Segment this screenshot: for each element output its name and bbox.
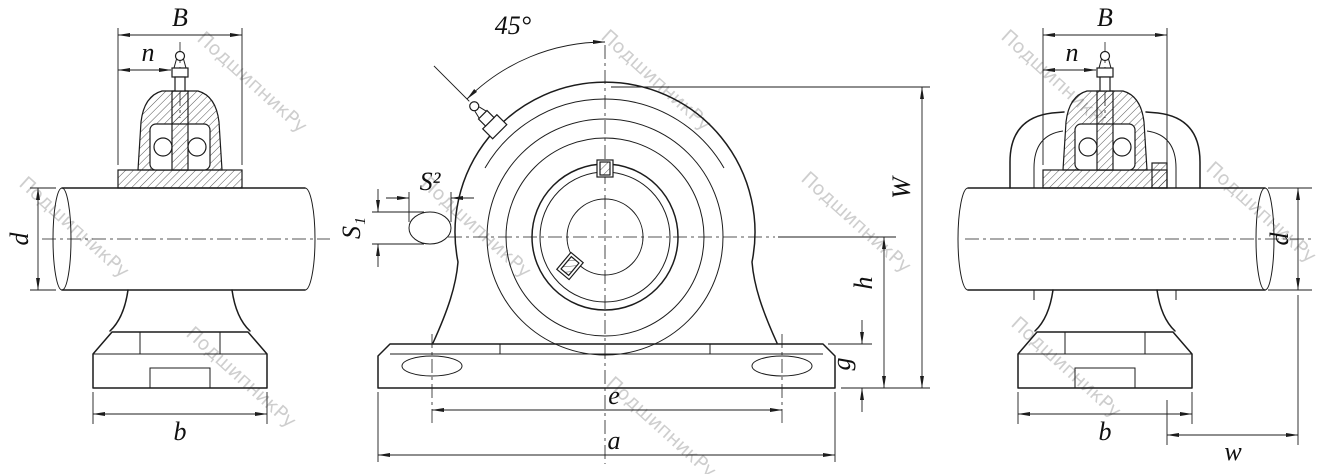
dim-h: h — [778, 236, 896, 389]
set-screw-side — [555, 251, 585, 281]
dim-e: e — [431, 381, 783, 412]
dim-s2: S² — [386, 167, 474, 245]
dim-label-W: W — [887, 175, 916, 199]
pedestal — [109, 289, 251, 332]
set-screw-head — [1151, 162, 1168, 189]
dim-d-left: d — [5, 187, 56, 291]
dim-label-s1: S₁ — [337, 217, 366, 239]
housing-ring — [1009, 111, 1201, 189]
bolt-slot — [751, 355, 813, 377]
dim-label-b-right: b — [1099, 417, 1112, 446]
dim-label-d-left: d — [5, 232, 34, 246]
dim-d-right: d — [1265, 187, 1312, 291]
grease-nipple-45-icon — [433, 65, 508, 140]
dim-label-b-left: b — [174, 417, 187, 446]
set-screw-top — [596, 159, 614, 178]
dim-label-e: e — [608, 381, 620, 410]
housing-cap-right — [1042, 90, 1168, 189]
left-side-view: B n d b — [5, 3, 330, 446]
front-view: 45° S² S₁ W h g — [337, 11, 930, 464]
dim-b-left: b — [92, 392, 268, 446]
dim-B-left: B — [117, 3, 243, 165]
pedestal-right — [1033, 289, 1177, 332]
watermark-text: ПодшипникРу — [15, 172, 134, 282]
base — [92, 331, 268, 389]
dim-B-right: B — [1042, 3, 1168, 165]
housing-cap — [117, 90, 243, 189]
dim-angle-45: 45° — [466, 11, 606, 100]
bearing-ball — [153, 137, 173, 157]
base-front — [377, 343, 836, 389]
base-right — [1017, 331, 1193, 389]
dim-g: g — [827, 320, 872, 412]
grease-nipple-right-icon — [1096, 50, 1114, 92]
watermark-text: ПодшипникРу — [1202, 157, 1318, 267]
watermark-text: ПодшипникРу — [182, 322, 301, 432]
dim-label-g: g — [827, 358, 856, 371]
dim-s1: S₁ — [337, 189, 424, 267]
dim-label-B-left: B — [172, 3, 188, 32]
dim-label-a: a — [608, 426, 621, 455]
dim-label-d-right: d — [1265, 232, 1294, 246]
dim-label-angle: 45° — [495, 11, 531, 40]
dim-label-n-right: n — [1066, 38, 1079, 67]
dim-label-h: h — [849, 277, 878, 290]
set-screw-sleeve — [171, 90, 189, 171]
bearing-ball — [187, 137, 207, 157]
bolt-hole-detail — [408, 211, 452, 245]
dim-label-s2: S² — [420, 167, 442, 196]
right-side-view: B n d b w — [957, 3, 1312, 466]
dim-n-left: n — [117, 38, 172, 72]
dim-label-w-right: w — [1224, 437, 1242, 466]
set-screw-sleeve — [1096, 90, 1114, 171]
dim-w-right: w — [1166, 295, 1299, 466]
dim-a: a — [377, 392, 836, 462]
dim-label-n-left: n — [142, 38, 155, 67]
bearing-ball — [1078, 137, 1098, 157]
bolt-slot — [401, 355, 463, 377]
dim-b-right: b — [1017, 392, 1193, 446]
bearing-ball — [1112, 137, 1132, 157]
dim-label-B-right: B — [1097, 3, 1113, 32]
dim-n-right: n — [1042, 38, 1097, 72]
watermark-text: ПодшипникРу — [1007, 312, 1126, 422]
grease-nipple-icon — [171, 50, 189, 92]
